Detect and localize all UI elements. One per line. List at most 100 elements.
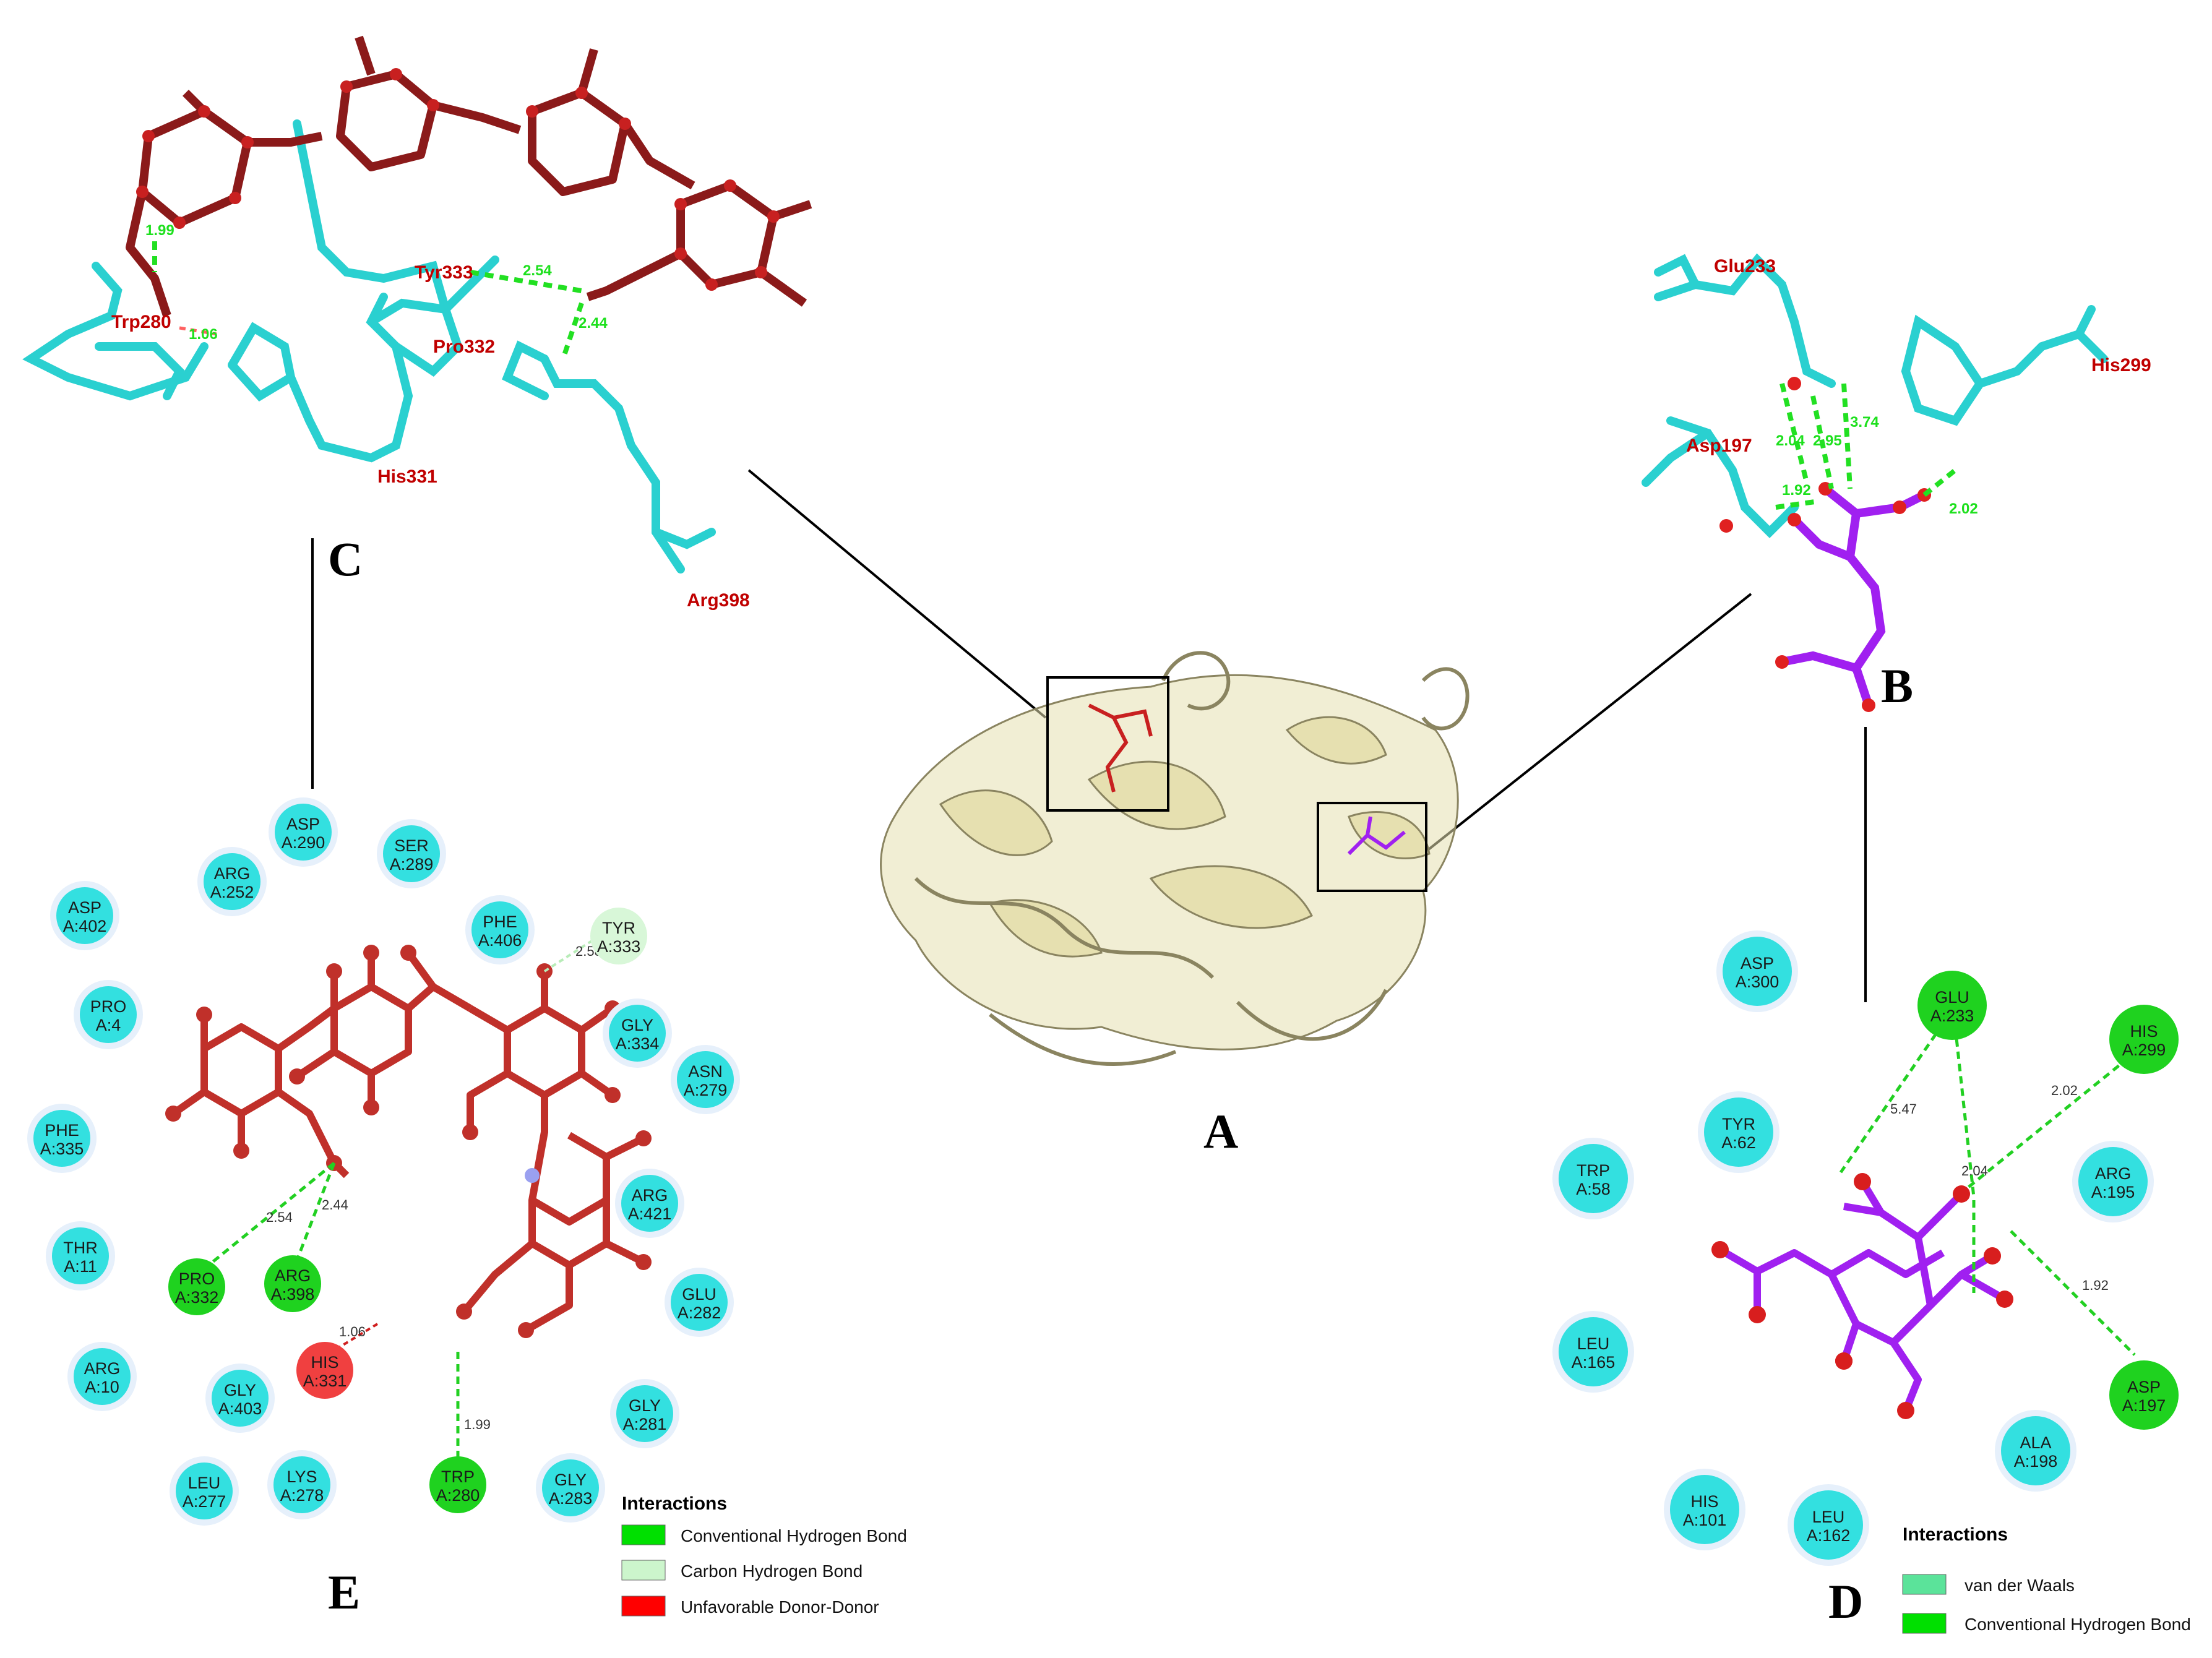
distance-label: 1.06: [189, 326, 218, 343]
residue-name: GLY: [629, 1396, 661, 1415]
distance-label: 1.92: [1782, 482, 1811, 499]
residue-label-tyr333: Tyr333: [415, 262, 473, 283]
residue-id: A:421: [628, 1205, 672, 1223]
panel-label-d: D: [1828, 1574, 1863, 1628]
legend-swatch-carbon-hbond: [621, 1560, 666, 1581]
distance-label: 2.04: [1776, 432, 1805, 449]
residue-id: A:233: [1930, 1007, 1974, 1025]
residue-label-pro332: Pro332: [433, 337, 495, 357]
residue-id: A:11: [64, 1257, 97, 1276]
distance-label: 3.74: [1850, 414, 1879, 431]
distance-label: 1.06: [339, 1324, 366, 1339]
residue-name: LEU: [188, 1474, 221, 1492]
legend-swatch-hbond: [621, 1524, 666, 1545]
legend-label: Unfavorable Donor-Donor: [681, 1597, 879, 1617]
panel-label-b: B: [1881, 659, 1913, 713]
residue-name: GLY: [224, 1381, 256, 1399]
distance-label: 1.99: [145, 222, 174, 239]
residue-name: ARG: [2095, 1164, 2132, 1183]
legend-swatch-vdw: [1902, 1574, 1947, 1595]
distance-label: 2.04: [1961, 1163, 1988, 1179]
residue-id: A:10: [85, 1378, 119, 1396]
residue-name: PHE: [483, 913, 517, 931]
distance-label: 2.44: [322, 1197, 348, 1213]
residue-name: ARG: [275, 1266, 311, 1285]
panel-b-structure: Glu233 His299 Asp197 2.04 2.95 3.74 1.92…: [1642, 253, 2151, 712]
panel-a-protein: [880, 651, 1470, 1066]
panel-c-structure: Trp280 Tyr333 Pro332 His331 Arg398 1.99 …: [22, 35, 812, 611]
residue-id: A:398: [271, 1285, 315, 1304]
residue-name: ASP: [68, 898, 101, 917]
distance-label: 2.54: [523, 262, 552, 279]
legend-label: Carbon Hydrogen Bond: [681, 1561, 863, 1581]
residue-name: ASP: [286, 815, 320, 833]
residue-name: TRP: [441, 1467, 475, 1486]
residue-id: A:332: [175, 1288, 219, 1307]
panel-d-residues: ASPA:300GLUA:233HISA:299TYRA:62TRPA:58AR…: [1552, 930, 2179, 1566]
residue-id: A:279: [684, 1081, 728, 1099]
residue-id: A:283: [549, 1489, 593, 1508]
panel-d-diagram: 5.47 2.02 2.04 1.92 ASPA:300GLUA:233HISA…: [1552, 930, 2191, 1634]
residue-name: ASP: [1741, 954, 1774, 973]
residue-name: ALA: [2020, 1433, 2051, 1452]
residue-label-his299: His299: [2091, 355, 2151, 376]
residue-id: A:403: [218, 1399, 262, 1418]
legend-label: Conventional Hydrogen Bond: [681, 1526, 907, 1545]
box-ligand-c: [1046, 676, 1169, 812]
residue-id: A:280: [436, 1486, 480, 1505]
residue-name: LEU: [1577, 1334, 1610, 1353]
residue-id: A:4: [96, 1016, 121, 1034]
residue-id: A:299: [2122, 1041, 2166, 1059]
residue-id: A:282: [678, 1304, 721, 1322]
residue-name: GLU: [682, 1285, 717, 1304]
residue-name: PRO: [90, 997, 127, 1016]
panel-label-c: C: [328, 532, 363, 586]
residue-label-asp197: Asp197: [1686, 436, 1752, 456]
legend-title: Interactions: [1903, 1524, 2008, 1545]
residue-id: A:195: [2091, 1183, 2135, 1201]
residue-id: A:101: [1683, 1511, 1727, 1529]
residue-id: A:252: [210, 883, 254, 901]
residue-name: THR: [63, 1239, 98, 1257]
residue-name: GLY: [554, 1471, 587, 1489]
residue-id: A:290: [282, 833, 325, 852]
residue-label-his331: His331: [377, 466, 437, 487]
legend-e: Interactions Conventional Hydrogen Bond …: [621, 1493, 907, 1617]
distance-label: 2.02: [1949, 500, 1978, 517]
residue-id: A:278: [280, 1486, 324, 1505]
residue-name: TRP: [1577, 1161, 1610, 1180]
residue-name: ASN: [688, 1062, 723, 1081]
distance-label: 5.47: [1890, 1101, 1917, 1117]
residue-name: TYR: [602, 919, 635, 937]
residue-id: A:333: [597, 937, 641, 956]
residue-name: LYS: [286, 1467, 317, 1486]
residue-label-arg398: Arg398: [687, 590, 750, 611]
residue-name: TYR: [1722, 1115, 1755, 1133]
residue-name: SER: [394, 836, 429, 855]
residue-id: A:281: [623, 1415, 667, 1433]
residue-name: ARG: [632, 1186, 668, 1205]
legend-title: Interactions: [622, 1493, 727, 1514]
legend-label: Conventional Hydrogen Bond: [1965, 1615, 2191, 1634]
residue-name: ASP: [2127, 1378, 2161, 1396]
